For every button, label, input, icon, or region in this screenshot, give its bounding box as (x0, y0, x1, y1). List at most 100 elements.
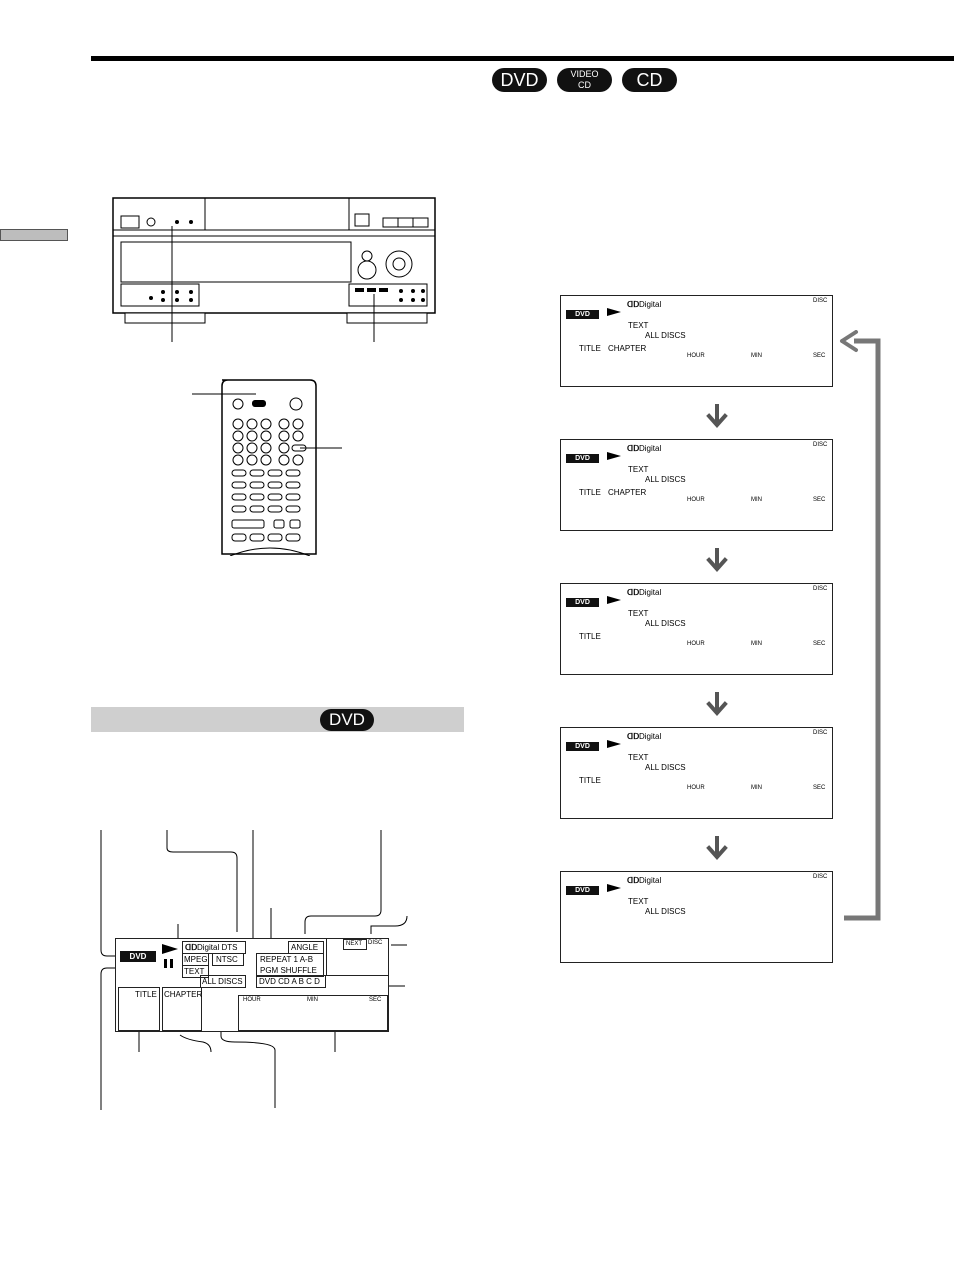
disc-box (326, 939, 389, 976)
digital-dts-label: Digital DTS (197, 943, 238, 952)
down-arrow-icon (706, 836, 728, 860)
dvd-player-illustration (112, 197, 436, 342)
title-label: TITLE (579, 776, 601, 785)
digital-label: Digital (639, 876, 662, 885)
pgm-shuffle-label: PGM SHUFFLE (260, 966, 317, 975)
text-label: TEXT (628, 465, 649, 474)
big-play-icon (162, 944, 178, 954)
dolby-icon: ᗡᗞ (627, 876, 640, 885)
mpeg-label: MPEG (184, 955, 208, 964)
text-label: TEXT (628, 321, 649, 330)
play-icon (607, 884, 621, 892)
side-tab (0, 229, 68, 241)
down-arrow-icon (706, 692, 728, 716)
text-box: TEXT (182, 965, 209, 978)
repeat-box: REPEAT 1 A-B PGM SHUFFLE (256, 953, 324, 977)
sec-label: SEC (813, 353, 826, 359)
min-label: MIN (751, 353, 762, 359)
digital-label: Digital (639, 732, 662, 741)
chapter-label: CHAPTER (608, 344, 647, 353)
all-discs-label: ALL DISCS (645, 763, 686, 772)
text-label: TEXT (628, 753, 649, 762)
title-label: TITLE (579, 488, 601, 497)
remote-illustration (192, 379, 342, 556)
sec-label: SEC (369, 997, 382, 1003)
play-icon (607, 452, 621, 460)
section-heading-bar (91, 707, 464, 732)
hour-label: HOUR (243, 997, 261, 1003)
title-box: TITLE (118, 987, 160, 1031)
hour-label: HOUR (687, 497, 705, 503)
top-rule (91, 56, 954, 61)
title-label: TITLE (579, 344, 601, 353)
min-label: MIN (307, 997, 318, 1003)
dolby-icon: ᗡᗞ (627, 588, 640, 597)
chapter-label: CHAPTER (164, 990, 203, 999)
digital-label: Digital (639, 300, 662, 309)
text-label: TEXT (628, 609, 649, 618)
dvd-badge: DVD (566, 454, 599, 463)
disc-label: DISC (813, 730, 828, 736)
next-label: NEXT (346, 941, 363, 947)
hour-label: HOUR (687, 353, 705, 359)
all-discs-box: ALL DISCS (200, 975, 246, 988)
dolby-icon: ᗡᗞ (627, 444, 640, 453)
text-label: TEXT (184, 967, 205, 976)
big-pause-icon (164, 959, 173, 968)
time-box: HOUR MIN SEC (238, 995, 388, 1031)
play-icon (607, 308, 621, 316)
hour-label: HOUR (687, 641, 705, 647)
min-label: MIN (751, 497, 762, 503)
next-box: NEXT (343, 939, 367, 950)
section-dvd-badge: DVD (320, 709, 374, 731)
dolby-icon: ᗡᗞ (627, 300, 640, 309)
big-display: DVD ᗡᗞ Digital DTS ANGLE NEXT DISC MPEG … (115, 938, 389, 1032)
dvd-badge: DVD (566, 598, 599, 607)
all-discs-label: ALL DISCS (202, 977, 243, 986)
dvd-badge: DVD (566, 742, 599, 751)
all-discs-label: ALL DISCS (645, 331, 686, 340)
dvd-badge: DVD (566, 886, 599, 895)
play-icon (607, 740, 621, 748)
cd-badge: CD (622, 68, 677, 92)
chapter-label: CHAPTER (608, 488, 647, 497)
title-label: TITLE (579, 632, 601, 641)
disc-label: DISC (813, 586, 828, 592)
sec-label: SEC (813, 641, 826, 647)
big-dvd-badge: DVD (120, 951, 156, 962)
ntsc-label: NTSC (216, 955, 238, 964)
sec-label: SEC (813, 497, 826, 503)
dvd-cd-abcd-label: DVD CD A B C D (259, 977, 320, 986)
down-arrow-icon (706, 548, 728, 572)
dolby-icon: ᗡᗞ (185, 943, 198, 952)
disc-label: DISC (813, 442, 828, 448)
text-label: TEXT (628, 897, 649, 906)
title-label: TITLE (135, 990, 157, 999)
ntsc-box: NTSC (212, 953, 244, 966)
disc-label: DISC (368, 940, 383, 946)
dvd-cd-box: DVD CD A B C D (256, 975, 326, 988)
repeat-label: REPEAT 1 A-B (260, 955, 314, 964)
all-discs-label: ALL DISCS (645, 907, 686, 916)
min-label: MIN (751, 641, 762, 647)
dolby-icon: ᗡᗞ (627, 732, 640, 741)
disc-label: DISC (813, 298, 828, 304)
all-discs-label: ALL DISCS (645, 475, 686, 484)
disc-label: DISC (813, 874, 828, 880)
down-arrow-icon (706, 404, 728, 428)
loop-back-arrow (840, 330, 881, 921)
angle-label: ANGLE (291, 943, 319, 952)
min-label: MIN (751, 785, 762, 791)
dvd-badge: DVD (566, 310, 599, 319)
sec-label: SEC (813, 785, 826, 791)
chapter-box: CHAPTER (162, 987, 202, 1031)
hour-label: HOUR (687, 785, 705, 791)
all-discs-label: ALL DISCS (645, 619, 686, 628)
digital-label: Digital (639, 588, 662, 597)
